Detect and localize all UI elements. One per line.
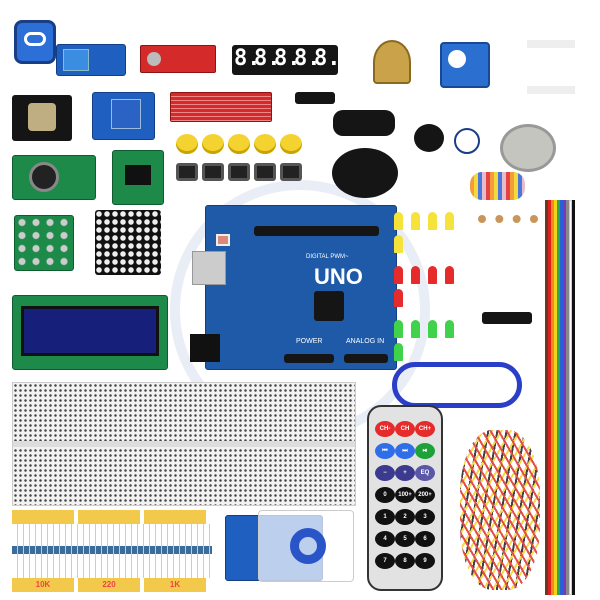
- resistor-label-1k: 1K: [144, 578, 206, 592]
- remote-button[interactable]: 3: [415, 509, 435, 525]
- remote-button[interactable]: 4: [375, 531, 395, 547]
- stepper-driver-board: [112, 150, 164, 205]
- sound-sensor-module: [140, 45, 216, 73]
- remote-button[interactable]: ⏮: [375, 443, 395, 459]
- remote-button[interactable]: 7: [375, 553, 395, 569]
- segment-digit: 8.: [314, 46, 341, 71]
- digital-header: [254, 226, 379, 236]
- stepper-wires: [470, 172, 525, 200]
- remote-button[interactable]: 0: [375, 487, 395, 503]
- arduino-uno-board: DIGITAL PWM~ UNO POWER ANALOG IN: [190, 205, 397, 370]
- ir-receiver: [454, 128, 480, 154]
- remote-button[interactable]: CH: [395, 421, 415, 437]
- led-set: [394, 212, 474, 366]
- remote-button[interactable]: ⏭: [395, 443, 415, 459]
- reset-button: [216, 234, 230, 246]
- resistor-label-10k: 10K: [12, 578, 74, 592]
- shift-register-ic: [295, 92, 335, 104]
- remote-button[interactable]: CH+: [415, 421, 435, 437]
- rfid-key-tag: [290, 528, 326, 564]
- servo-horns: [527, 40, 575, 94]
- ribbon-jumper-cable: [545, 200, 575, 595]
- usb-port: [192, 251, 226, 285]
- potentiometer: [373, 40, 411, 84]
- temperature-sensors: [482, 312, 532, 324]
- digital-pwm-label: DIGITAL PWM~: [306, 254, 349, 260]
- yellow-button-caps: [176, 134, 316, 159]
- jumper-wire-bundle: [460, 430, 540, 590]
- brand-logo-icon: [14, 20, 56, 64]
- remote-button[interactable]: −: [375, 465, 395, 481]
- remote-button[interactable]: EQ: [415, 465, 435, 481]
- breadboard: [12, 382, 356, 506]
- remote-button[interactable]: 6: [415, 531, 435, 547]
- remote-button[interactable]: +: [395, 465, 415, 481]
- battery-clip: [333, 110, 395, 136]
- resistor-packs: 10K 220 1K: [12, 510, 212, 598]
- remote-button[interactable]: 5: [395, 531, 415, 547]
- seven-segment-display: 8.8.8.8.8.: [232, 45, 341, 75]
- remote-button[interactable]: 100+: [395, 487, 415, 503]
- rtc-module: [12, 155, 96, 200]
- board-model-label: UNO: [314, 264, 363, 289]
- segment-digit: 8.: [234, 46, 261, 71]
- dht11-sensor: [56, 44, 126, 76]
- atmega-chip: [314, 291, 344, 321]
- remote-button[interactable]: CH-: [375, 421, 395, 437]
- joystick-cap: [332, 148, 398, 198]
- lcd-1602-display: [12, 295, 168, 370]
- segment-digit: 8.: [294, 46, 321, 71]
- photoresistors: [478, 215, 538, 285]
- power-jack: [190, 334, 220, 362]
- analog-in-label: ANALOG IN: [346, 338, 385, 345]
- keypad-4x4: [14, 215, 74, 271]
- remote-button[interactable]: 1: [375, 509, 395, 525]
- remote-button[interactable]: 200+: [415, 487, 435, 503]
- segment-digit: 8.: [254, 46, 281, 71]
- joystick-module: [12, 95, 72, 141]
- servo-motor: [440, 42, 490, 88]
- remote-button[interactable]: 2: [395, 509, 415, 525]
- power-label: POWER: [296, 338, 323, 345]
- buzzer: [414, 124, 444, 152]
- segment-digit: 8.: [274, 46, 301, 71]
- power-header: [284, 354, 334, 363]
- push-buttons: [176, 163, 316, 186]
- relay-module: [92, 92, 155, 140]
- remote-button[interactable]: 9: [415, 553, 435, 569]
- led-matrix-8x8: [95, 210, 161, 275]
- water-level-sensor: [170, 92, 272, 122]
- analog-header: [344, 354, 388, 363]
- remote-button[interactable]: 8: [395, 553, 415, 569]
- remote-button[interactable]: ⏯: [415, 443, 435, 459]
- stepper-motor: [500, 124, 556, 172]
- resistor-label-220: 220: [78, 578, 140, 592]
- usb-cable: [392, 362, 522, 408]
